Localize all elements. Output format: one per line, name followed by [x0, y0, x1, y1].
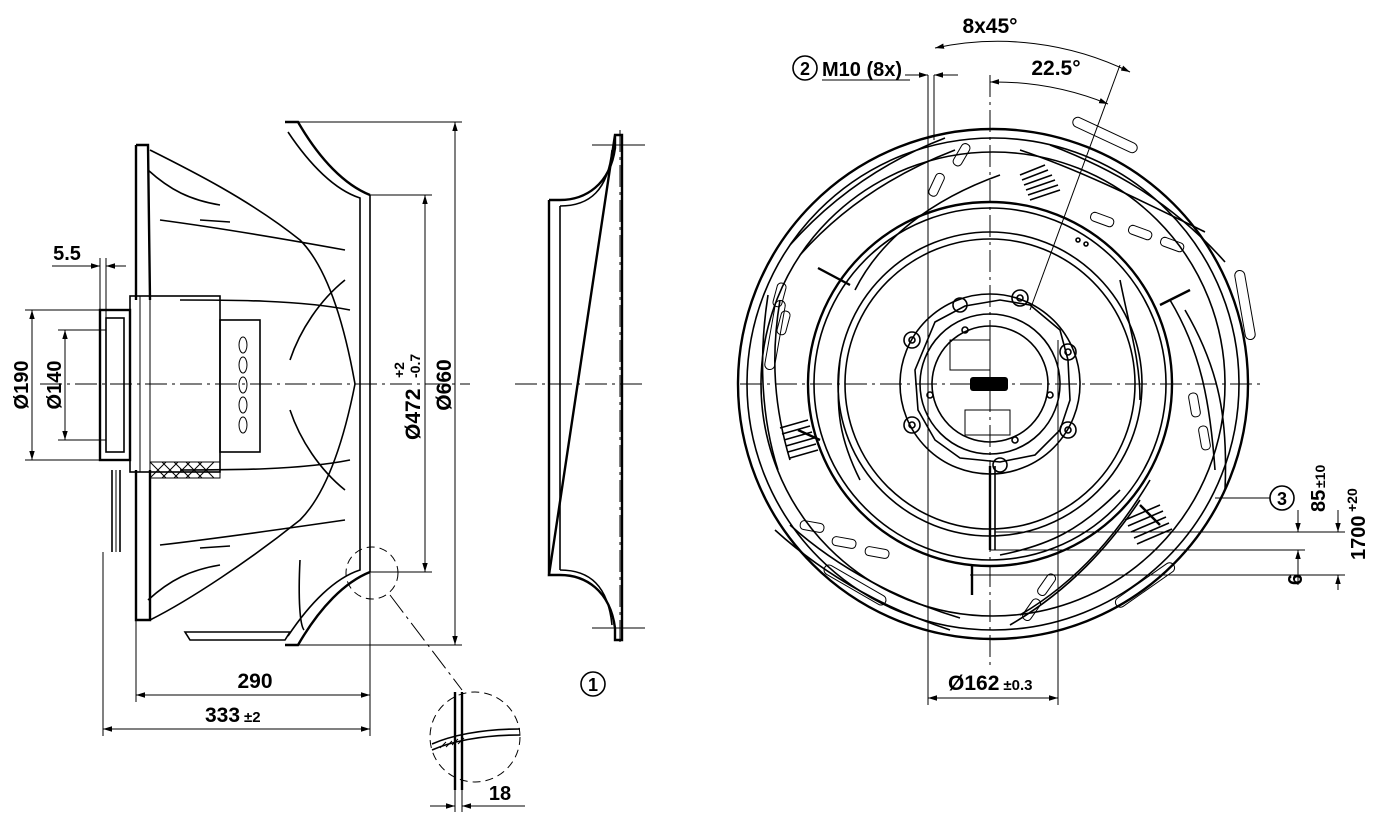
front-view: Ø162±0.3 2 M10 (8x) 8x45° 22.5° 3 [736, 15, 1370, 705]
outer-slots [764, 116, 1256, 622]
svg-text:3: 3 [1277, 489, 1287, 509]
svg-text:5.5: 5.5 [53, 243, 81, 265]
dim-d190: Ø190 [11, 309, 100, 461]
dim-18-label: 18 [489, 783, 511, 805]
inlet-ring [806, 200, 1174, 568]
svg-text:M10 (8x): M10 (8x) [822, 59, 902, 81]
dim-d472: Ø472 +2 -0.7 [370, 194, 432, 573]
dim-d162: Ø162±0.3 [927, 140, 1059, 705]
dim-d660: Ø660 [298, 121, 462, 646]
spokes [797, 266, 1191, 595]
svg-text:±10: ±10 [1312, 465, 1328, 488]
svg-text:8x45°: 8x45° [962, 15, 1017, 38]
motor-flange [98, 308, 132, 462]
impeller-blades [147, 149, 356, 621]
callout-1-circle [580, 671, 606, 697]
svg-text:6: 6 [1285, 574, 1307, 585]
svg-text:1: 1 [588, 675, 598, 695]
inlet-ring-view: 1 [515, 130, 645, 697]
dim-290: 290 [135, 572, 371, 736]
svg-text:290: 290 [237, 670, 272, 693]
side-view: 18 Ø190 Ø140 5.5 [11, 120, 525, 812]
bolt-holes [903, 237, 1089, 473]
svg-text:Ø140: Ø140 [44, 361, 66, 410]
svg-text:Ø472: Ø472 [402, 389, 425, 440]
svg-text:Ø162±0.3: Ø162±0.3 [948, 672, 1032, 695]
svg-text:+2: +2 [391, 362, 407, 378]
svg-text:22.5°: 22.5° [1031, 57, 1080, 80]
dim-d140: Ø140 [44, 329, 106, 441]
svg-text:Ø190: Ø190 [11, 361, 33, 410]
callout-3-cable: 3 85 ±10 1700 +20 6 [970, 465, 1370, 590]
motor-rotor [219, 319, 261, 453]
callout-2-thread: 2 M10 (8x) [792, 55, 958, 140]
detail-marker-circle [345, 546, 399, 600]
cable [111, 470, 121, 552]
dim-5-5: 5.5 [52, 243, 126, 318]
dim-333: 333±2 [102, 552, 370, 736]
detail-view: 18 [429, 691, 525, 812]
outer-ring [736, 127, 1250, 641]
angle-dims: 8x45° 22.5° [934, 15, 1131, 311]
hub-logo [970, 377, 1008, 391]
svg-text:1700: 1700 [1348, 516, 1370, 561]
svg-text:+20: +20 [1344, 488, 1360, 512]
svg-text:-0.7: -0.7 [407, 354, 423, 378]
impeller-shroud [285, 120, 371, 647]
svg-text:2: 2 [800, 59, 810, 79]
impeller-back-plate [134, 143, 152, 622]
cooling-fins [779, 164, 1173, 545]
svg-text:333±2: 333±2 [205, 704, 261, 727]
svg-text:85: 85 [1308, 490, 1330, 512]
svg-text:Ø660: Ø660 [433, 359, 456, 410]
